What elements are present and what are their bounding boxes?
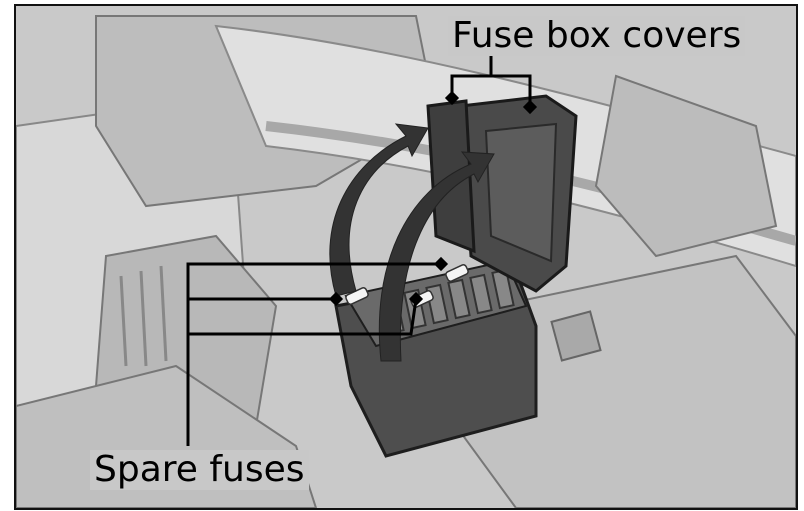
- illustration-frame: Fuse box covers Spare fuses: [14, 4, 798, 510]
- engine-bay-illustration: [16, 6, 796, 508]
- fuse-box-covers-label: Fuse box covers: [448, 16, 746, 56]
- right-module: [594, 74, 778, 258]
- leader-markers-spare: [328, 256, 449, 307]
- fuse-box-cover-front-face: [484, 122, 558, 263]
- bracket-bolt: [550, 310, 602, 362]
- leader-markers-covers: [444, 90, 538, 115]
- left-vents: [119, 265, 168, 367]
- leader-lines-spare: [186, 262, 441, 446]
- open-direction-arrow-1: [329, 123, 429, 297]
- spare-fuses-label: Spare fuses: [90, 450, 309, 490]
- open-direction-arrow-2: [378, 151, 495, 362]
